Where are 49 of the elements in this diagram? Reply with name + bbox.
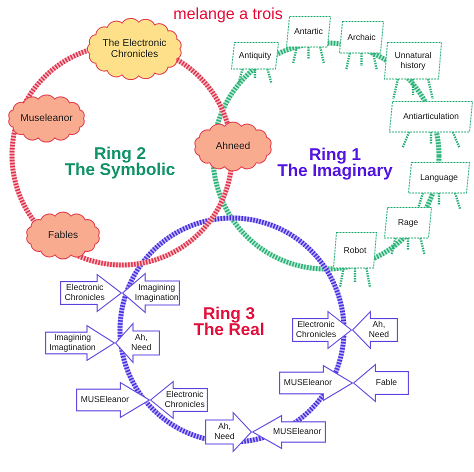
- easel-sign: [384, 207, 432, 255]
- sign-label: Rage: [398, 218, 418, 228]
- cloud-label: Fables: [48, 230, 78, 242]
- signpost: [45, 325, 115, 361]
- ring-subtitle: The Symbolic: [64, 161, 176, 179]
- sign-label: Archaic: [347, 32, 376, 42]
- signpost-label: Electronic Chronicles: [295, 320, 337, 340]
- signpost: [60, 274, 122, 312]
- cloud-label: Museleanor: [20, 112, 73, 124]
- signpost: [352, 311, 398, 349]
- easel-sign: [333, 232, 377, 288]
- signpost-label: MUSEleanor: [80, 395, 129, 405]
- ring-subtitle: The Imaginary: [277, 162, 393, 180]
- signpost-label: Electronic Chronicles: [164, 390, 205, 410]
- ring-title: Ring 1: [309, 146, 361, 164]
- easel-sign: [408, 162, 470, 210]
- signpost-label: Electronic Chronicles: [64, 283, 106, 302]
- signpost: [252, 415, 326, 449]
- easel-sign: [339, 21, 384, 71]
- sign-label: Language: [420, 173, 458, 183]
- signpost-label: MUSEleanor: [272, 427, 322, 437]
- sign-label: Antiarticulation: [403, 112, 459, 122]
- signpost-label: Fable: [376, 378, 398, 388]
- cloud-label: Ahneed: [216, 140, 250, 152]
- signpost: [353, 364, 409, 402]
- signpost-label: Imagining Imagination: [134, 283, 179, 303]
- cloud-label: The Electronic Chronicles: [102, 38, 168, 60]
- easel-sign: [384, 42, 442, 100]
- sign-label: Unnatural history: [394, 51, 432, 71]
- ring-subtitle: The Real: [194, 321, 264, 339]
- signpost-label: Imagining Imagtination: [48, 333, 97, 352]
- signpost: [205, 412, 252, 452]
- easel-sign: [286, 16, 331, 64]
- diagram-title: melange a trois: [173, 6, 283, 24]
- signpost-label: Ah, Need: [368, 320, 390, 340]
- signpost: [292, 311, 352, 349]
- ring-title: Ring 3: [203, 305, 255, 323]
- sign-label: Robot: [344, 246, 366, 256]
- signpost: [279, 365, 353, 401]
- signpost: [115, 323, 160, 363]
- signpost-label: Ah, Need: [130, 333, 152, 353]
- signpost-label: Ah, Need: [213, 422, 236, 442]
- signpost: [76, 382, 150, 418]
- sign-label: Antartic: [294, 27, 323, 37]
- easel-sign: [231, 42, 279, 84]
- easel-sign: [389, 101, 473, 149]
- ring-title: Ring 2: [94, 145, 146, 163]
- signpost-label: MUSEleanor: [284, 378, 332, 388]
- sign-label: Antiquity: [238, 51, 272, 61]
